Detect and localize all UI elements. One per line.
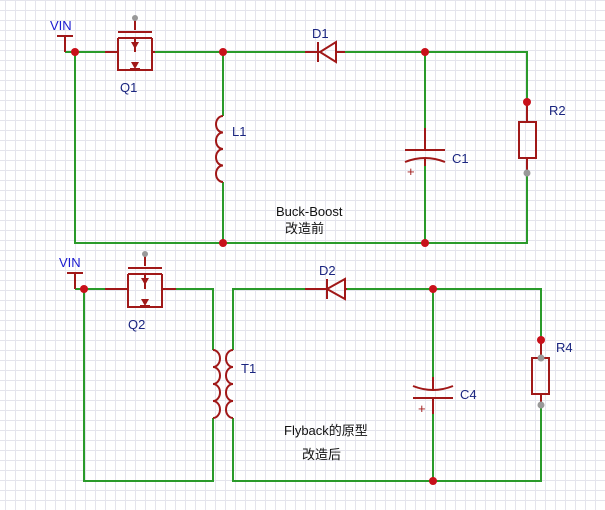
top-circuit: VIN Q1 L1 [50,15,566,247]
c1-label: C1 [452,151,469,166]
q1-label: Q1 [120,80,137,95]
q2-mosfet: Q2 [105,251,176,332]
bottom-junctions [80,285,545,485]
l1-label: L1 [232,124,246,139]
top-vin-terminal: VIN [50,18,73,52]
d1-diode: D1 [305,26,345,64]
d1-label: D1 [312,26,329,41]
c4-polarity-mark: + [418,401,426,416]
c4-capacitor: + C4 [412,377,477,416]
q2-label: Q2 [128,317,145,332]
bottom-caption-line1: Flyback的原型 [284,423,368,438]
bottom-vin-label: VIN [59,255,81,270]
r2-resistor: R2 [518,98,566,177]
q1-mosfet: Q1 [105,15,155,95]
c4-label: C4 [460,387,477,402]
bottom-caption-line2: 改造后 [302,447,341,462]
c1-polarity-mark: + [407,164,415,179]
c1-capacitor: + C1 [404,128,469,179]
top-caption-line1: Buck-Boost [276,204,343,219]
t1-label: T1 [241,361,256,376]
bottom-circuit: VIN Q2 T1 [59,251,573,485]
bottom-vin-terminal: VIN [59,255,83,289]
top-vin-label: VIN [50,18,72,33]
l1-inductor: L1 [215,115,246,183]
r4-label: R4 [556,340,573,355]
d2-label: D2 [319,263,336,278]
d2-diode: D2 [305,263,347,301]
r4-resistor: R4 [531,340,573,409]
top-junctions [71,48,531,247]
top-caption-line2: 改造前 [285,221,324,236]
r2-label: R2 [549,103,566,118]
t1-transformer: T1 [212,349,256,419]
top-wires [65,51,528,244]
